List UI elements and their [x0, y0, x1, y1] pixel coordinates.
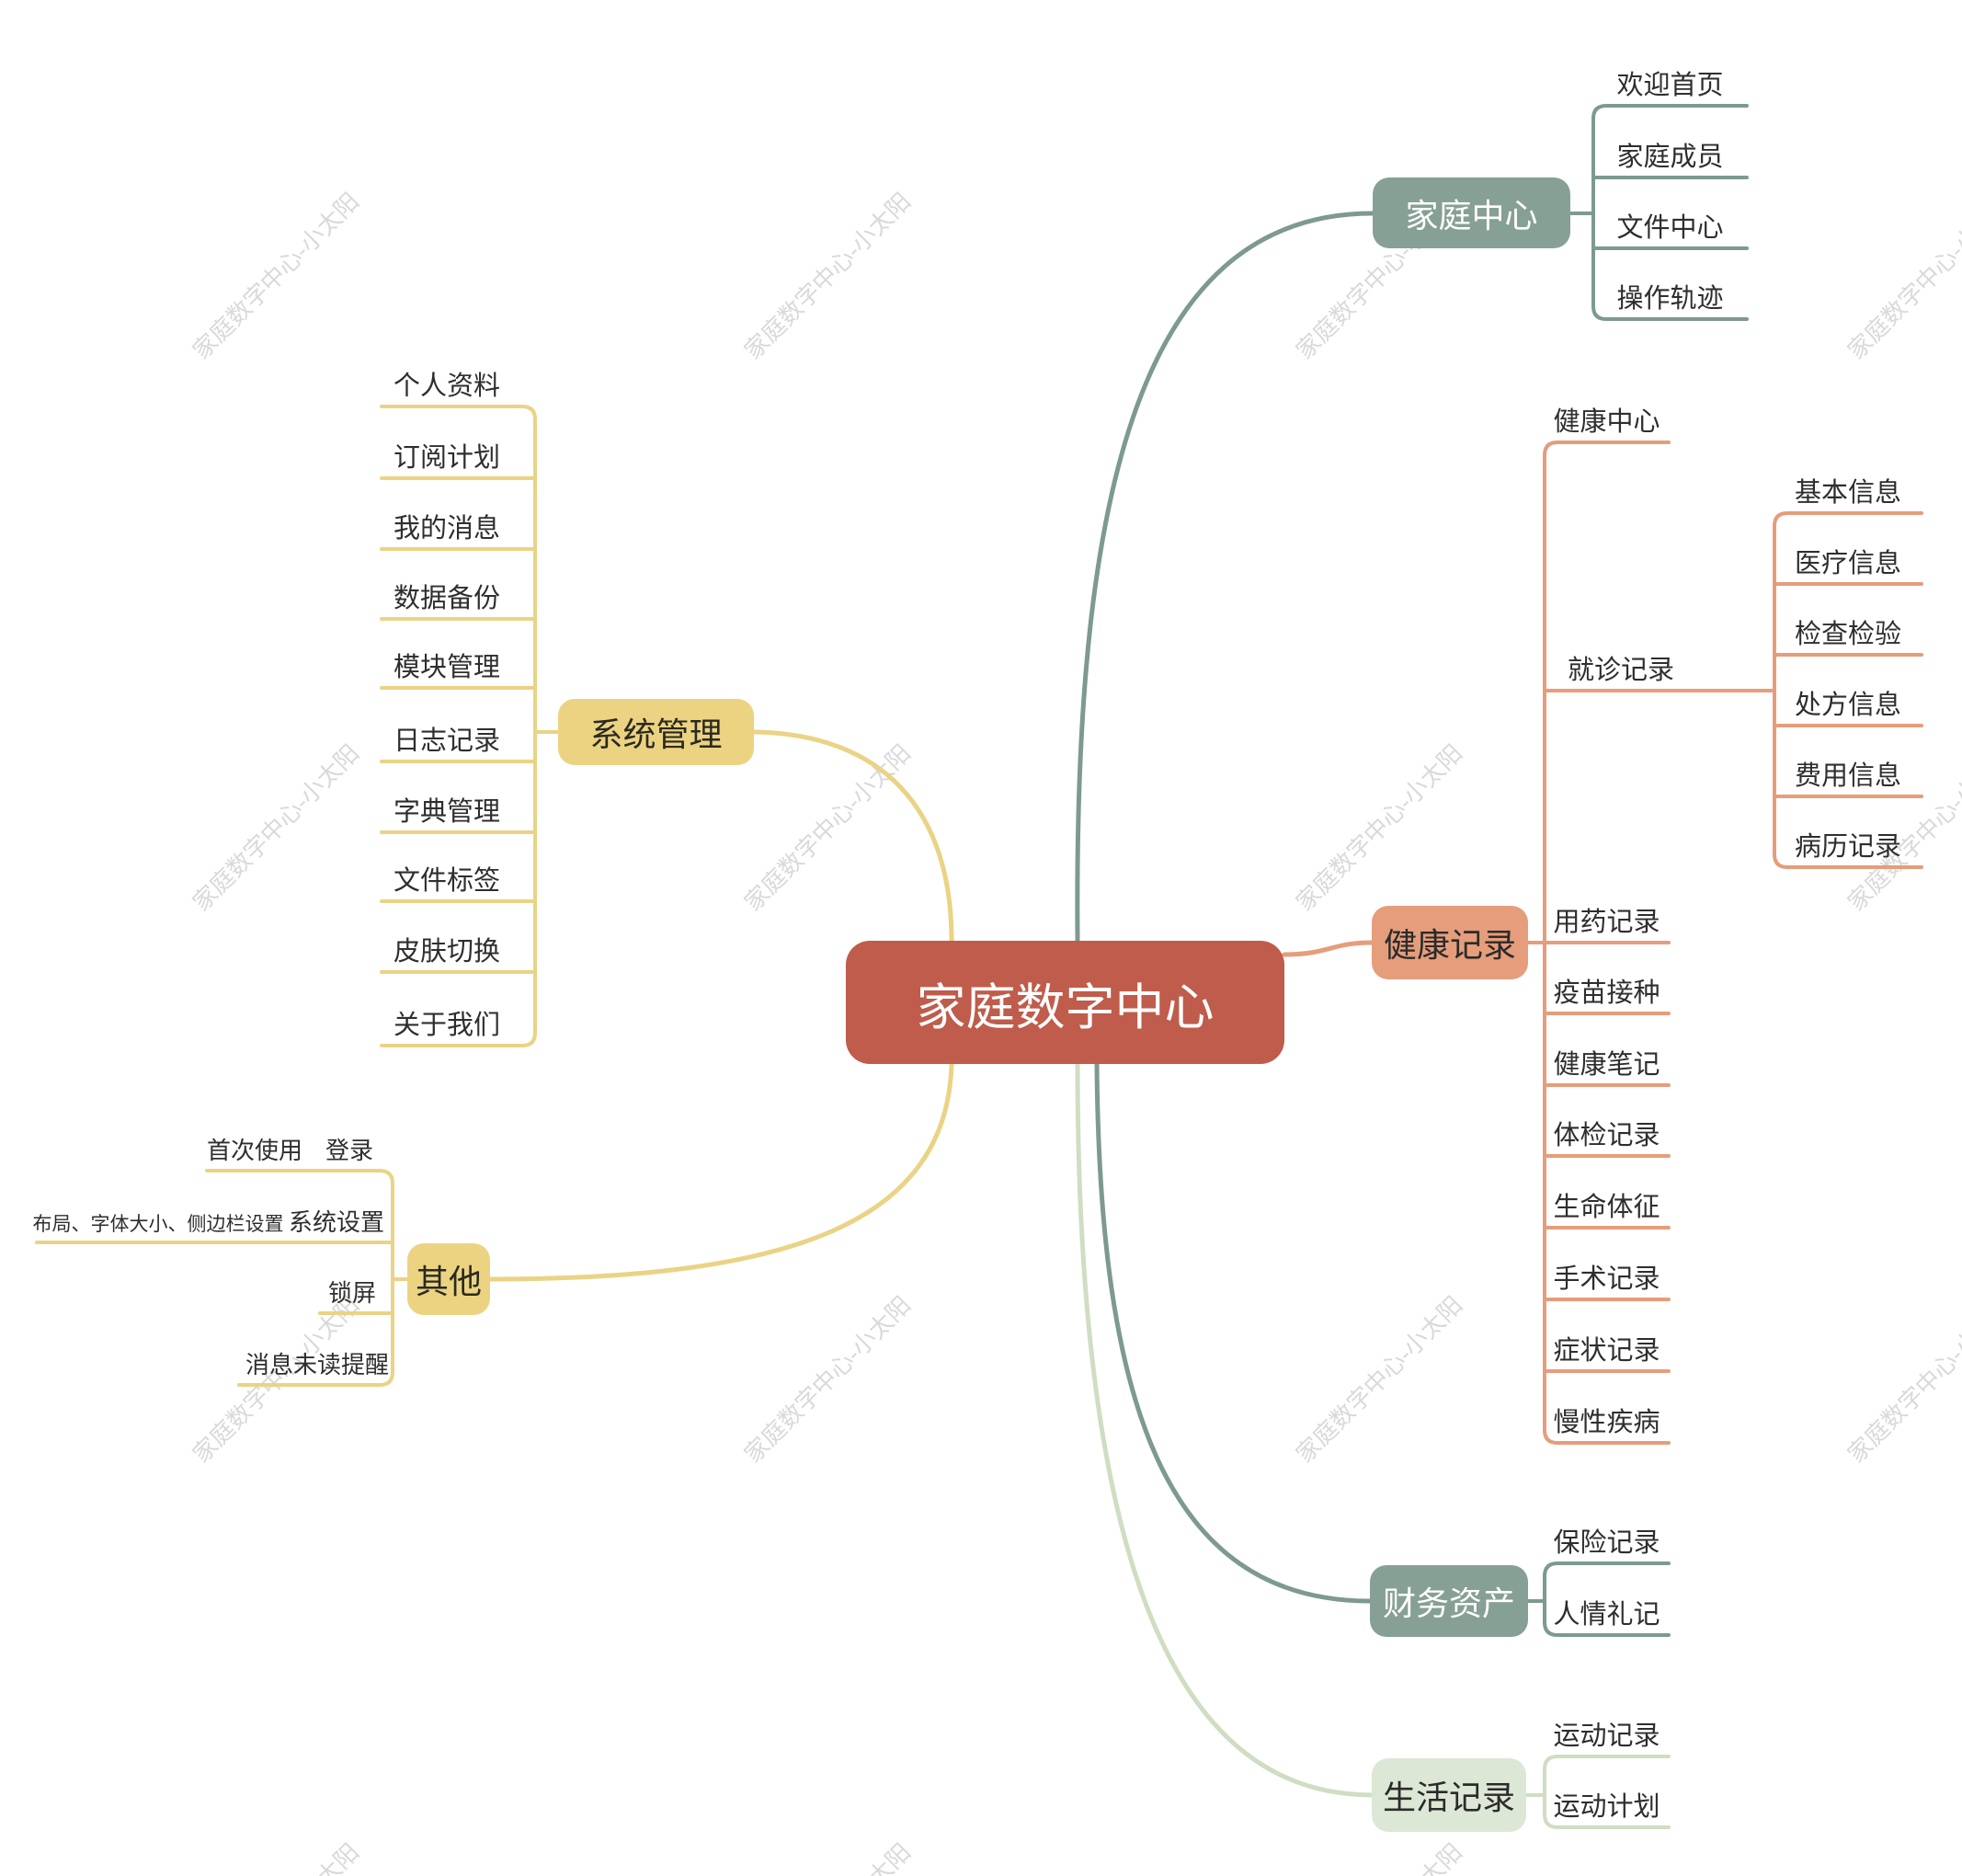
leaf-node[interactable]: 运动计划	[1553, 1791, 1660, 1822]
leaf-node[interactable]: 运动记录	[1553, 1722, 1660, 1751]
branch-node-health-records[interactable]: 健康记录	[1372, 906, 1528, 979]
leaf-underline	[237, 1370, 394, 1387]
leaf-node[interactable]: 欢迎首页	[1616, 70, 1723, 100]
branch-curve	[1075, 1061, 1375, 1798]
watermark-text: 家庭数字中心-小太阳	[1291, 1291, 1468, 1469]
leaf-underline	[1543, 1561, 1671, 1578]
watermark-text: 家庭数字中心-小太阳	[1842, 188, 1962, 365]
branch-node-other[interactable]: 其他	[407, 1243, 490, 1315]
leaf-node[interactable]: 医疗信息	[1795, 548, 1901, 578]
leaf-node[interactable]: 布局、字体大小、侧边栏设置	[33, 1214, 284, 1235]
leaf-node[interactable]: 锁屏	[328, 1279, 376, 1307]
leaf-node[interactable]: 登录	[325, 1137, 373, 1164]
leaf-node[interactable]: 保险记录	[1553, 1527, 1660, 1558]
leaf-underline	[1543, 1813, 1671, 1829]
watermark-text: 家庭数字中心-小太阳	[1842, 1838, 1962, 1876]
branch-curve	[1282, 940, 1375, 957]
leaf-node[interactable]: 检查检验	[1795, 619, 1901, 649]
leaf-node[interactable]: 体检记录	[1553, 1120, 1660, 1150]
leaf-node[interactable]: 生命体征	[1553, 1192, 1660, 1222]
leaf-underline	[1773, 511, 1923, 528]
watermark-text: 家庭数字中心-小太阳	[1842, 1291, 1962, 1469]
leaf-node[interactable]: 症状记录	[1553, 1335, 1660, 1366]
leaf-node[interactable]: 订阅计划	[394, 442, 500, 473]
leaf-node[interactable]: 消息未读提醒	[245, 1351, 389, 1378]
leaf-node[interactable]: 皮肤切换	[394, 936, 500, 967]
leaf-node[interactable]: 文件中心	[1616, 212, 1723, 243]
leaf-node[interactable]: 健康中心	[1553, 406, 1660, 437]
branch-node-life-records[interactable]: 生活记录	[1372, 1758, 1526, 1832]
branch-curve	[1094, 1061, 1373, 1604]
leaf-node[interactable]: 个人资料	[394, 371, 500, 401]
leaf-underline	[1543, 1620, 1671, 1637]
leaf-node[interactable]: 基本信息	[1795, 477, 1901, 508]
leaf-node[interactable]: 用药记录	[1553, 907, 1660, 937]
leaf-underline	[205, 1169, 394, 1185]
leaf-node[interactable]: 首次使用	[207, 1137, 302, 1164]
watermark-text: 家庭数字中心-小太阳	[1291, 739, 1468, 917]
leaf-node[interactable]: 处方信息	[1795, 690, 1901, 720]
watermark-text: 家庭数字中心-小太阳	[739, 1291, 917, 1469]
branch-node-system-management[interactable]: 系统管理	[558, 699, 754, 765]
branch-curve	[487, 1061, 954, 1282]
leaf-node[interactable]: 慢性疾病	[1553, 1407, 1660, 1437]
leaf-node[interactable]: 日志记录	[394, 726, 500, 756]
root-node[interactable]: 家庭数字中心	[846, 941, 1284, 1064]
leaf-underline	[1773, 852, 1923, 869]
leaf-node[interactable]: 健康笔记	[1553, 1049, 1660, 1080]
leaf-node[interactable]: 我的消息	[394, 513, 500, 543]
watermark-text: 家庭数字中心-小太阳	[1291, 1838, 1468, 1876]
watermark-text: 家庭数字中心-小太阳	[739, 739, 917, 917]
leaf-node[interactable]: 关于我们	[394, 1010, 500, 1040]
leaf-node[interactable]: 文件标签	[394, 865, 500, 896]
leaf-node[interactable]: 家庭成员	[1616, 142, 1723, 172]
leaf-node[interactable]: 就诊记录	[1568, 655, 1674, 685]
leaf-underline	[1543, 440, 1671, 457]
watermark-text: 家庭数字中心-小太阳	[739, 188, 917, 365]
branch-curve	[751, 729, 954, 944]
leaf-underline	[380, 405, 537, 421]
watermark-text: 家庭数字中心-小太阳	[739, 1838, 917, 1876]
leaf-node[interactable]: 数据备份	[394, 583, 500, 613]
leaf-underline	[1543, 1755, 1671, 1771]
watermark-text: 家庭数字中心-小太阳	[188, 739, 365, 917]
leaf-underline	[1543, 1428, 1671, 1445]
branch-node-family-center[interactable]: 家庭中心	[1373, 177, 1570, 248]
watermark-text: 家庭数字中心-小太阳	[188, 1291, 365, 1469]
watermark-text: 家庭数字中心-小太阳	[188, 188, 365, 365]
branch-node-finance-assets[interactable]: 财务资产	[1370, 1565, 1528, 1637]
leaf-underline	[380, 1031, 537, 1047]
branch-curve	[1075, 211, 1375, 944]
leaf-node[interactable]: 操作轨迹	[1616, 283, 1723, 314]
leaf-node[interactable]: 系统设置	[289, 1208, 384, 1236]
leaf-node[interactable]: 模块管理	[394, 652, 500, 682]
leaf-underline	[1591, 104, 1749, 120]
leaf-node[interactable]: 疫苗接种	[1553, 978, 1660, 1008]
watermark-text: 家庭数字中心-小太阳	[188, 1838, 365, 1876]
leaf-node[interactable]: 病历记录	[1795, 831, 1901, 862]
leaf-underline	[1591, 304, 1749, 321]
leaf-node[interactable]: 手术记录	[1553, 1264, 1660, 1294]
leaf-node[interactable]: 人情礼记	[1553, 1599, 1660, 1630]
leaf-node[interactable]: 字典管理	[394, 796, 500, 827]
leaf-node[interactable]: 费用信息	[1795, 761, 1901, 791]
